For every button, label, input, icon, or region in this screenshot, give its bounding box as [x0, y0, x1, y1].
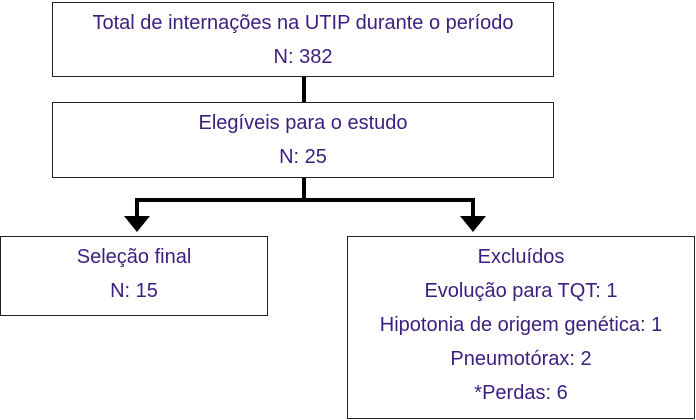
box-title: Elegíveis para o estudo	[198, 112, 408, 134]
box-count: N: 382	[273, 46, 333, 68]
box-title: Excluídos	[477, 246, 565, 268]
arrow-head-right	[460, 216, 486, 232]
excluded-item: Hipotonia de origem genética: 1	[379, 314, 663, 336]
box-count: N: 15	[110, 280, 158, 302]
box-title: Seleção final	[76, 246, 192, 268]
box-excluded: Excluídos Evolução para TQT: 1 Hipotonia…	[347, 236, 695, 419]
excluded-item: *Perdas: 6	[474, 382, 568, 404]
excluded-item: Evolução para TQT: 1	[424, 280, 618, 302]
box-final-selection: Seleção final N: 15	[0, 236, 268, 316]
arrow-head-left	[124, 216, 150, 232]
box-total-admissions: Total de internações na UTIP durante o p…	[52, 2, 554, 77]
box-count: N: 25	[279, 146, 327, 168]
excluded-item: Pneumotórax: 2	[450, 348, 592, 370]
box-eligible: Elegíveis para o estudo N: 25	[52, 102, 554, 178]
box-title: Total de internações na UTIP durante o p…	[92, 12, 514, 34]
